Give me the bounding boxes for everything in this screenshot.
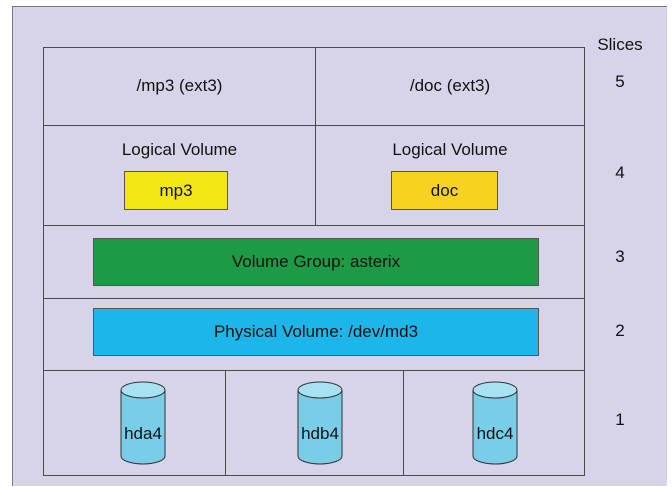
logical-volume-mp3-cell: Logical Volume mp3 [44,126,316,225]
slice-number-3: 3 [615,247,625,266]
logical-volume-row: Logical Volume mp3 Logical Volume doc [44,126,584,226]
volume-group-row: Volume Group: asterix [44,226,584,299]
slice-number-5: 5 [615,72,625,91]
slice-number-2: 2 [615,321,625,340]
cylinder-icon [120,381,166,465]
disk-hda4: hda4 [97,376,189,468]
physical-volume-row: Physical Volume: /dev/md3 [44,299,584,371]
physical-volume-box: Physical Volume: /dev/md3 [93,308,539,356]
disk-hdc4: hdc4 [449,376,541,468]
diagram-frame: Slices 5 4 3 2 1 /mp3 (ext3) /doc (ext3)… [12,6,667,486]
slice-number-4: 4 [615,163,625,182]
logical-volume-mp3-box: mp3 [124,171,228,210]
slice-number-1: 1 [615,410,625,429]
disk-hdb4: hdb4 [274,376,366,468]
disk-row: hda4 hdb4 hdc4 [44,371,584,475]
disk-cell-2 [226,371,404,475]
disk-hda4-label: hda4 [124,424,162,443]
logical-volume-doc-cell: Logical Volume doc [316,126,584,225]
slices-header: Slices [597,35,643,54]
volume-group-box: Volume Group: asterix [93,238,539,286]
filesystem-doc-cell: /doc (ext3) [316,48,584,125]
filesystem-mp3-cell: /mp3 (ext3) [44,48,316,125]
cylinder-icon [297,381,343,465]
lvm-stack: /mp3 (ext3) /doc (ext3) Logical Volume m… [43,47,585,476]
disk-hdb4-label: hdb4 [301,424,339,443]
disk-hdc4-label: hdc4 [476,424,514,443]
filesystem-doc-label: /doc (ext3) [409,76,491,95]
filesystem-mp3-label: /mp3 (ext3) [136,76,223,95]
logical-volume-doc-title: Logical Volume [392,140,508,159]
disk-cell-1 [44,371,226,475]
logical-volume-doc-box: doc [391,171,498,210]
logical-volume-mp3-title: Logical Volume [121,140,238,159]
filesystem-row: /mp3 (ext3) /doc (ext3) [44,48,584,126]
cylinder-icon [472,381,518,465]
